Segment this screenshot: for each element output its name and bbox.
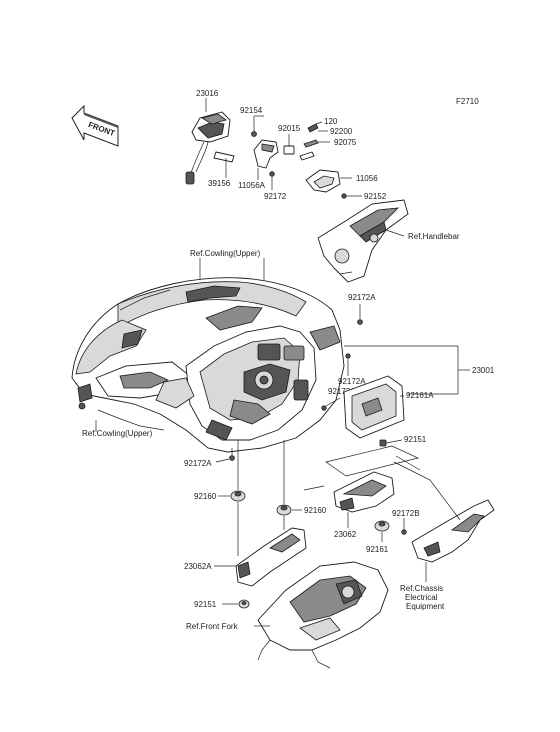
label-92172A-c: 92172A (328, 387, 356, 396)
label-92172A-a: 92172A (348, 293, 376, 302)
label-ref-handlebar: Ref.Handlebar (408, 232, 460, 241)
part-11056A-bracket (253, 139, 279, 169)
part-92161-grommet (374, 520, 390, 532)
part-23062-bracket (333, 471, 395, 513)
label-ref-chassis-3: Equipment (406, 602, 445, 611)
label-23062A: 23062A (184, 562, 212, 571)
part-92172A-screw-a (357, 319, 363, 325)
part-92172B-screw (401, 529, 407, 535)
part-92172-screw (269, 171, 275, 177)
label-92015: 92015 (278, 124, 301, 133)
label-39156: 39156 (208, 179, 231, 188)
label-92200: 92200 (330, 127, 353, 136)
part-23062A-bracket (235, 527, 307, 587)
part-92172A-screw-d (229, 455, 235, 461)
label-92172B: 92172B (392, 509, 420, 518)
label-23062: 23062 (334, 530, 357, 539)
handlebar-bracket (317, 199, 409, 283)
part-ecu-module (343, 375, 405, 439)
label-ref-cowling-upper-top: Ref.Cowling(Upper) (190, 249, 261, 258)
part-92154-screw (251, 131, 257, 137)
part-23016-bulb-assembly (185, 111, 235, 185)
part-92172A-screw-c (321, 405, 327, 411)
label-92172A-d: 92172A (184, 459, 212, 468)
label-92152: 92152 (364, 192, 387, 201)
label-120: 120 (324, 117, 338, 126)
label-92151-a: 92151 (404, 435, 427, 444)
label-92160-a: 92160 (194, 492, 217, 501)
label-11056A: 11056A (238, 181, 266, 190)
label-92161A: 92161A (406, 391, 434, 400)
label-11056: 11056 (356, 174, 378, 183)
label-92154: 92154 (240, 106, 263, 115)
label-92161: 92161 (366, 545, 389, 554)
label-ref-front-fork: Ref.Front Fork (186, 622, 239, 631)
part-11056-bracket (305, 169, 341, 193)
label-ref-chassis-1: Ref.Chassis (400, 584, 443, 593)
figure-code: F2710 (456, 97, 479, 106)
part-92151-bolt-b (238, 599, 250, 609)
front-arrow-icon: FRONT (71, 104, 119, 147)
part-92152-clip (341, 193, 347, 199)
label-92172A-b: 92172A (338, 377, 366, 386)
part-92172A-screw-b (345, 353, 351, 359)
label-23016: 23016 (196, 89, 219, 98)
cowling-upper-assembly (71, 277, 345, 453)
label-ref-chassis-2: Electrical (405, 593, 438, 602)
front-fork-frame (257, 561, 389, 669)
label-23001: 23001 (472, 366, 495, 375)
label-ref-cowling-upper-left: Ref.Cowling(Upper) (82, 429, 153, 438)
part-92160-grommet-a (230, 490, 246, 502)
label-92160-b: 92160 (304, 506, 327, 515)
part-92160-grommet-b (276, 504, 292, 516)
label-92172-top: 92172 (264, 192, 287, 201)
label-92075: 92075 (334, 138, 357, 147)
part-92151-bolt-a (379, 439, 387, 447)
label-92151-b: 92151 (194, 600, 217, 609)
chassis-electrical-bracket (393, 455, 495, 563)
